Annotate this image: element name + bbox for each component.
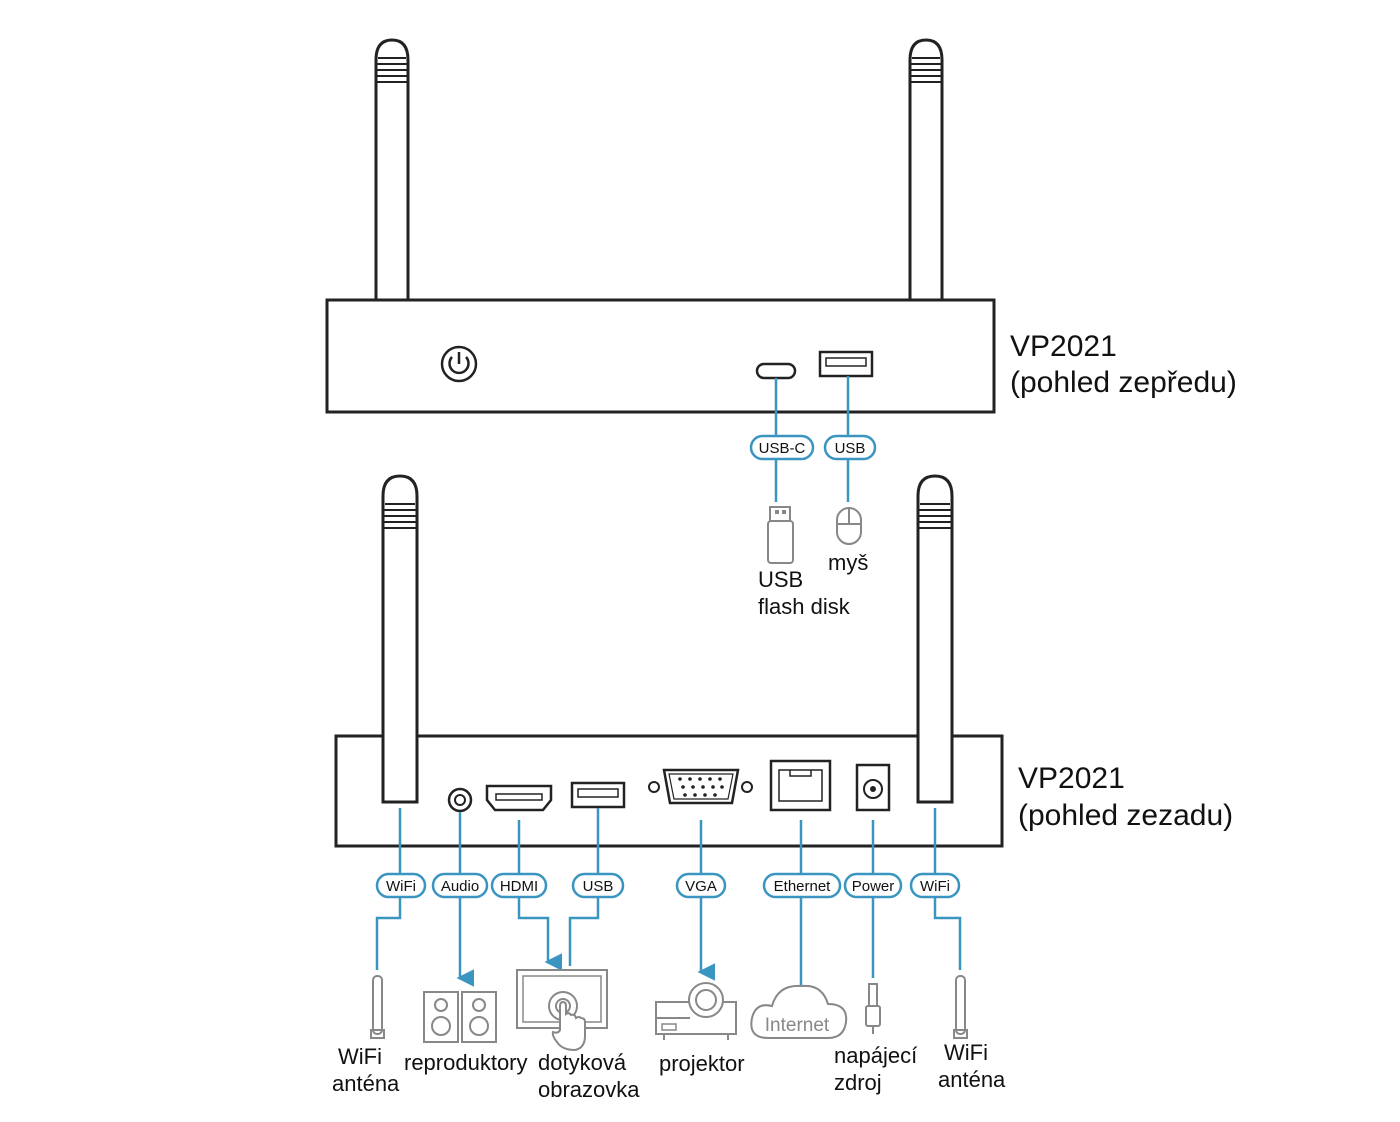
front-chassis [325,298,996,414]
front-usbc-port[interactable] [755,362,797,380]
rear-title: VP2021 [1018,762,1125,795]
svg-text:Audio: Audio [441,878,479,895]
rear-chassis [334,734,1004,848]
power-jack-port[interactable] [855,763,891,812]
projector-icon [655,982,737,1040]
ethernet-port[interactable] [769,759,832,812]
front-port-label-usb: USB [823,434,877,461]
rear-port-label-vga: VGA [675,872,727,899]
wifi-antenna-icon-right [953,975,968,1039]
svg-text:USB: USB [583,878,614,895]
rear-port-label-audio: Audio [431,872,489,899]
wifi-antenna-right-label-1: WiFi [944,1040,988,1065]
front-title: VP2021 [1010,330,1117,363]
touch-screen-label-2: obrazovka [538,1077,640,1102]
front-antenna-right [908,38,944,300]
svg-text:WiFi: WiFi [920,878,950,895]
mouse-icon [836,507,862,545]
wifi-antenna-left-label-1: WiFi [338,1044,382,1069]
touch-screen-icon [516,969,608,1052]
speakers-icon [423,991,497,1043]
rear-port-label-wifi-right: WiFi [909,872,961,899]
audio-port[interactable] [447,787,473,813]
svg-text:Ethernet: Ethernet [774,878,832,895]
svg-text:VGA: VGA [685,878,717,895]
rear-subtitle: (pohled zezadu) [1018,799,1233,832]
mouse-label: myš [828,550,868,575]
rear-device [334,474,1004,848]
usb-flash-disk-icon [767,506,794,564]
vga-port[interactable] [648,768,753,805]
front-device [325,38,996,414]
power-button-icon[interactable] [440,345,478,383]
rear-port-label-ethernet: Ethernet [762,872,842,899]
rear-port-label-wifi-left: WiFi [375,872,427,899]
flash-disk-label-1: USB [758,567,803,592]
power-supply-label-1: napájecí [834,1043,917,1068]
wifi-antenna-left-label-2: anténa [332,1071,400,1096]
power-adapter-icon [865,983,881,1034]
svg-text:WiFi: WiFi [386,878,416,895]
wifi-antenna-right-label-2: anténa [938,1067,1006,1092]
internet-cloud-icon [750,984,848,1039]
power-supply-label-2: zdroj [834,1070,882,1095]
wifi-antenna-icon-left [370,975,385,1039]
hdmi-port[interactable] [485,784,553,812]
rear-port-label-usb: USB [571,872,625,899]
rear-antenna-left [381,474,419,804]
svg-text:USB-C: USB-C [759,440,806,457]
svg-text:Power: Power [852,878,895,895]
svg-text:USB: USB [835,440,866,457]
svg-text:HDMI: HDMI [500,878,538,895]
rear-usb-port[interactable] [570,781,626,809]
speakers-label: reproduktory [404,1050,528,1075]
projector-label: projektor [659,1051,745,1076]
front-port-label-usbc: USB-C [749,434,815,461]
flash-disk-label-2: flash disk [758,594,851,619]
rear-port-label-power: Power [843,872,903,899]
front-antenna-left [374,38,410,300]
front-subtitle: (pohled zepředu) [1010,366,1237,399]
rear-port-label-hdmi: HDMI [490,872,548,899]
internet-cloud-label: Internet [765,1015,830,1036]
front-usb-port[interactable] [818,350,874,378]
rear-antenna-right [916,474,954,804]
touch-screen-label-1: dotyková [538,1050,627,1075]
